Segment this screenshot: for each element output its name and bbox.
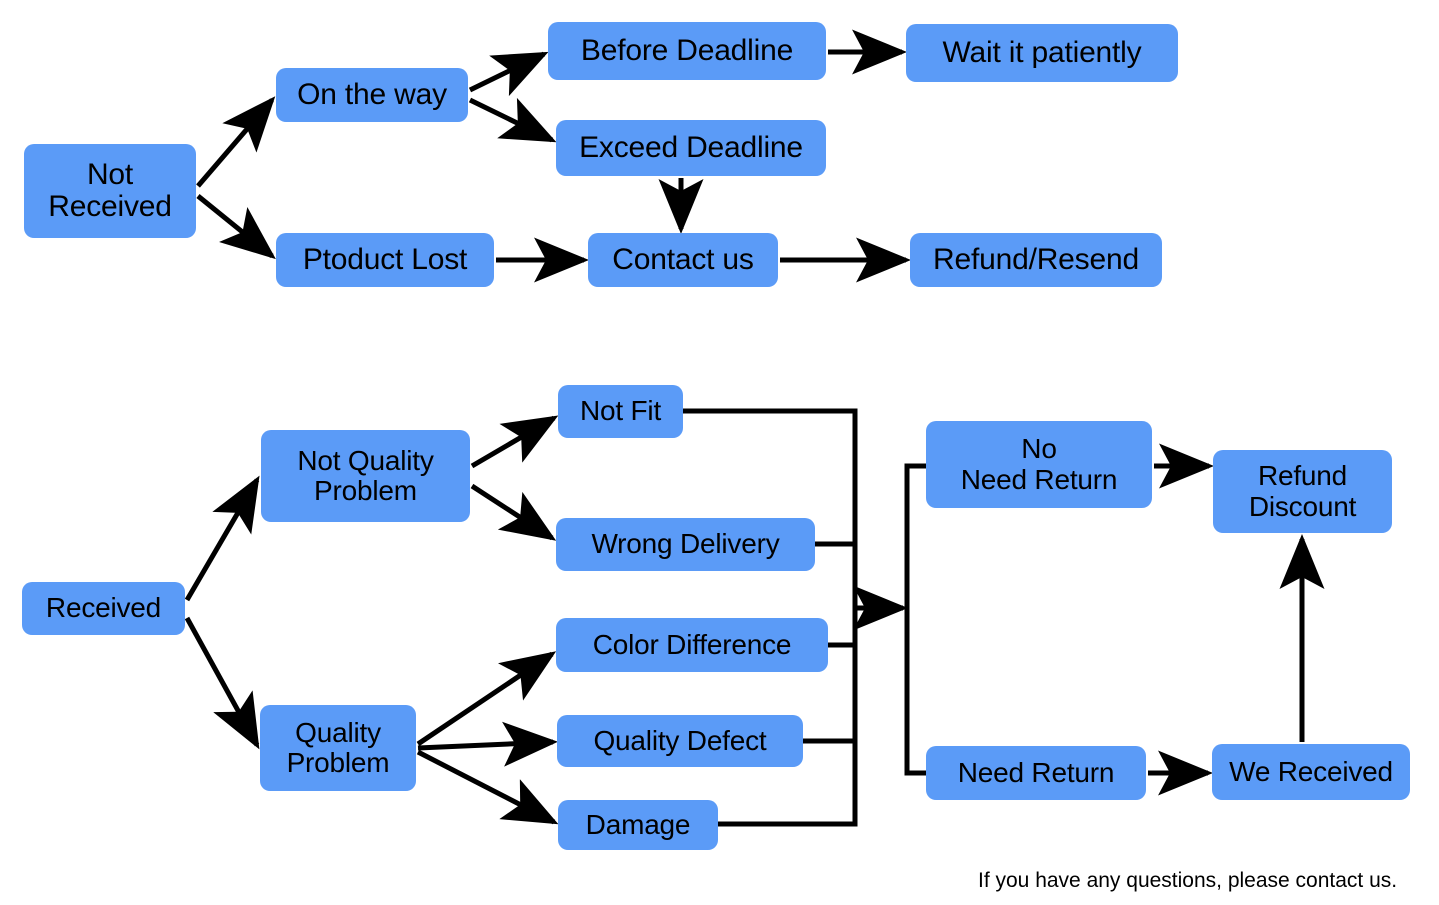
node-exceed-deadline[interactable]: Exceed Deadline [556, 120, 826, 176]
node-received[interactable]: Received [22, 582, 185, 635]
node-quality-defect[interactable]: Quality Defect [557, 715, 803, 767]
edge-not-received-to-ptoduct-lost [196, 194, 276, 260]
edge-not-quality-to-wrong-delivery [470, 483, 557, 541]
node-not-received[interactable]: Not Received [24, 144, 196, 238]
node-ptoduct-lost[interactable]: Ptoduct Lost [276, 233, 494, 287]
node-color-difference[interactable]: Color Difference [556, 618, 828, 672]
node-contact-us[interactable]: Contact us [588, 233, 778, 287]
node-refund-discount[interactable]: Refund Discount [1213, 450, 1392, 533]
node-wrong-delivery[interactable]: Wrong Delivery [556, 518, 815, 571]
node-damage[interactable]: Damage [558, 800, 718, 850]
edge-on-the-way-to-before-deadline [468, 51, 549, 97]
edge-quality-problem-to-damage [416, 749, 559, 825]
node-before-deadline[interactable]: Before Deadline [548, 22, 826, 80]
footnote-contact-us: If you have any questions, please contac… [978, 869, 1398, 892]
edge-not-received-to-on-the-way [196, 96, 276, 188]
edge-received-to-quality-problem [184, 616, 260, 750]
edge-received-to-not-quality [184, 475, 260, 602]
node-not-fit[interactable]: Not Fit [558, 385, 683, 438]
node-not-quality-problem[interactable]: Not Quality Problem [261, 430, 470, 522]
node-refund-resend[interactable]: Refund/Resend [910, 233, 1162, 287]
edge-quality-problem-to-quality-defect [417, 721, 558, 767]
edge-on-the-way-to-exceed-deadline [468, 97, 557, 143]
node-no-need-return[interactable]: No Need Return [926, 421, 1152, 508]
node-quality-problem[interactable]: Quality Problem [260, 705, 416, 791]
node-need-return[interactable]: Need Return [926, 746, 1146, 800]
node-we-received[interactable]: We Received [1212, 744, 1410, 800]
edge-not-quality-to-not-fit [470, 415, 559, 469]
edge-quality-problem-to-color-difference [416, 651, 557, 747]
node-wait-it-patiently[interactable]: Wait it patiently [906, 24, 1178, 82]
node-on-the-way[interactable]: On the way [276, 68, 468, 122]
